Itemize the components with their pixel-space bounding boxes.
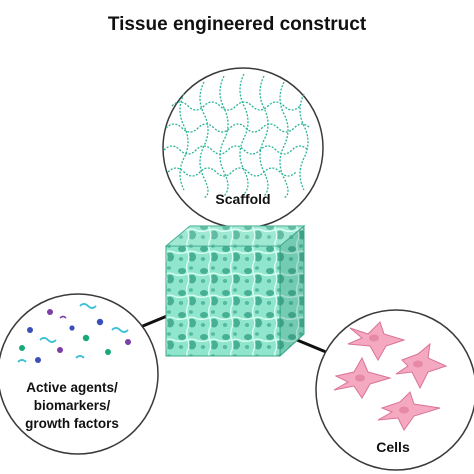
scaffold-cube [164,224,306,358]
agents-circle: Active agents/ biomarkers/ growth factor… [0,293,159,455]
agents-label-line-1: Active agents/ [26,380,118,395]
cells-label: Cells [376,439,410,455]
agents-label-line-2: biomarkers/ [34,398,111,413]
scaffold-label: Scaffold [215,191,270,207]
cells-circle: Cells [315,309,474,471]
mesh-fibers-icon [163,73,311,199]
scaffold-circle: Scaffold [162,67,324,229]
diagram-title: Tissue engineered construct [107,14,367,35]
fibroblast-cells-icon [333,321,448,431]
molecules-icon [17,303,131,363]
agents-label-line-3: growth factors [25,416,119,431]
